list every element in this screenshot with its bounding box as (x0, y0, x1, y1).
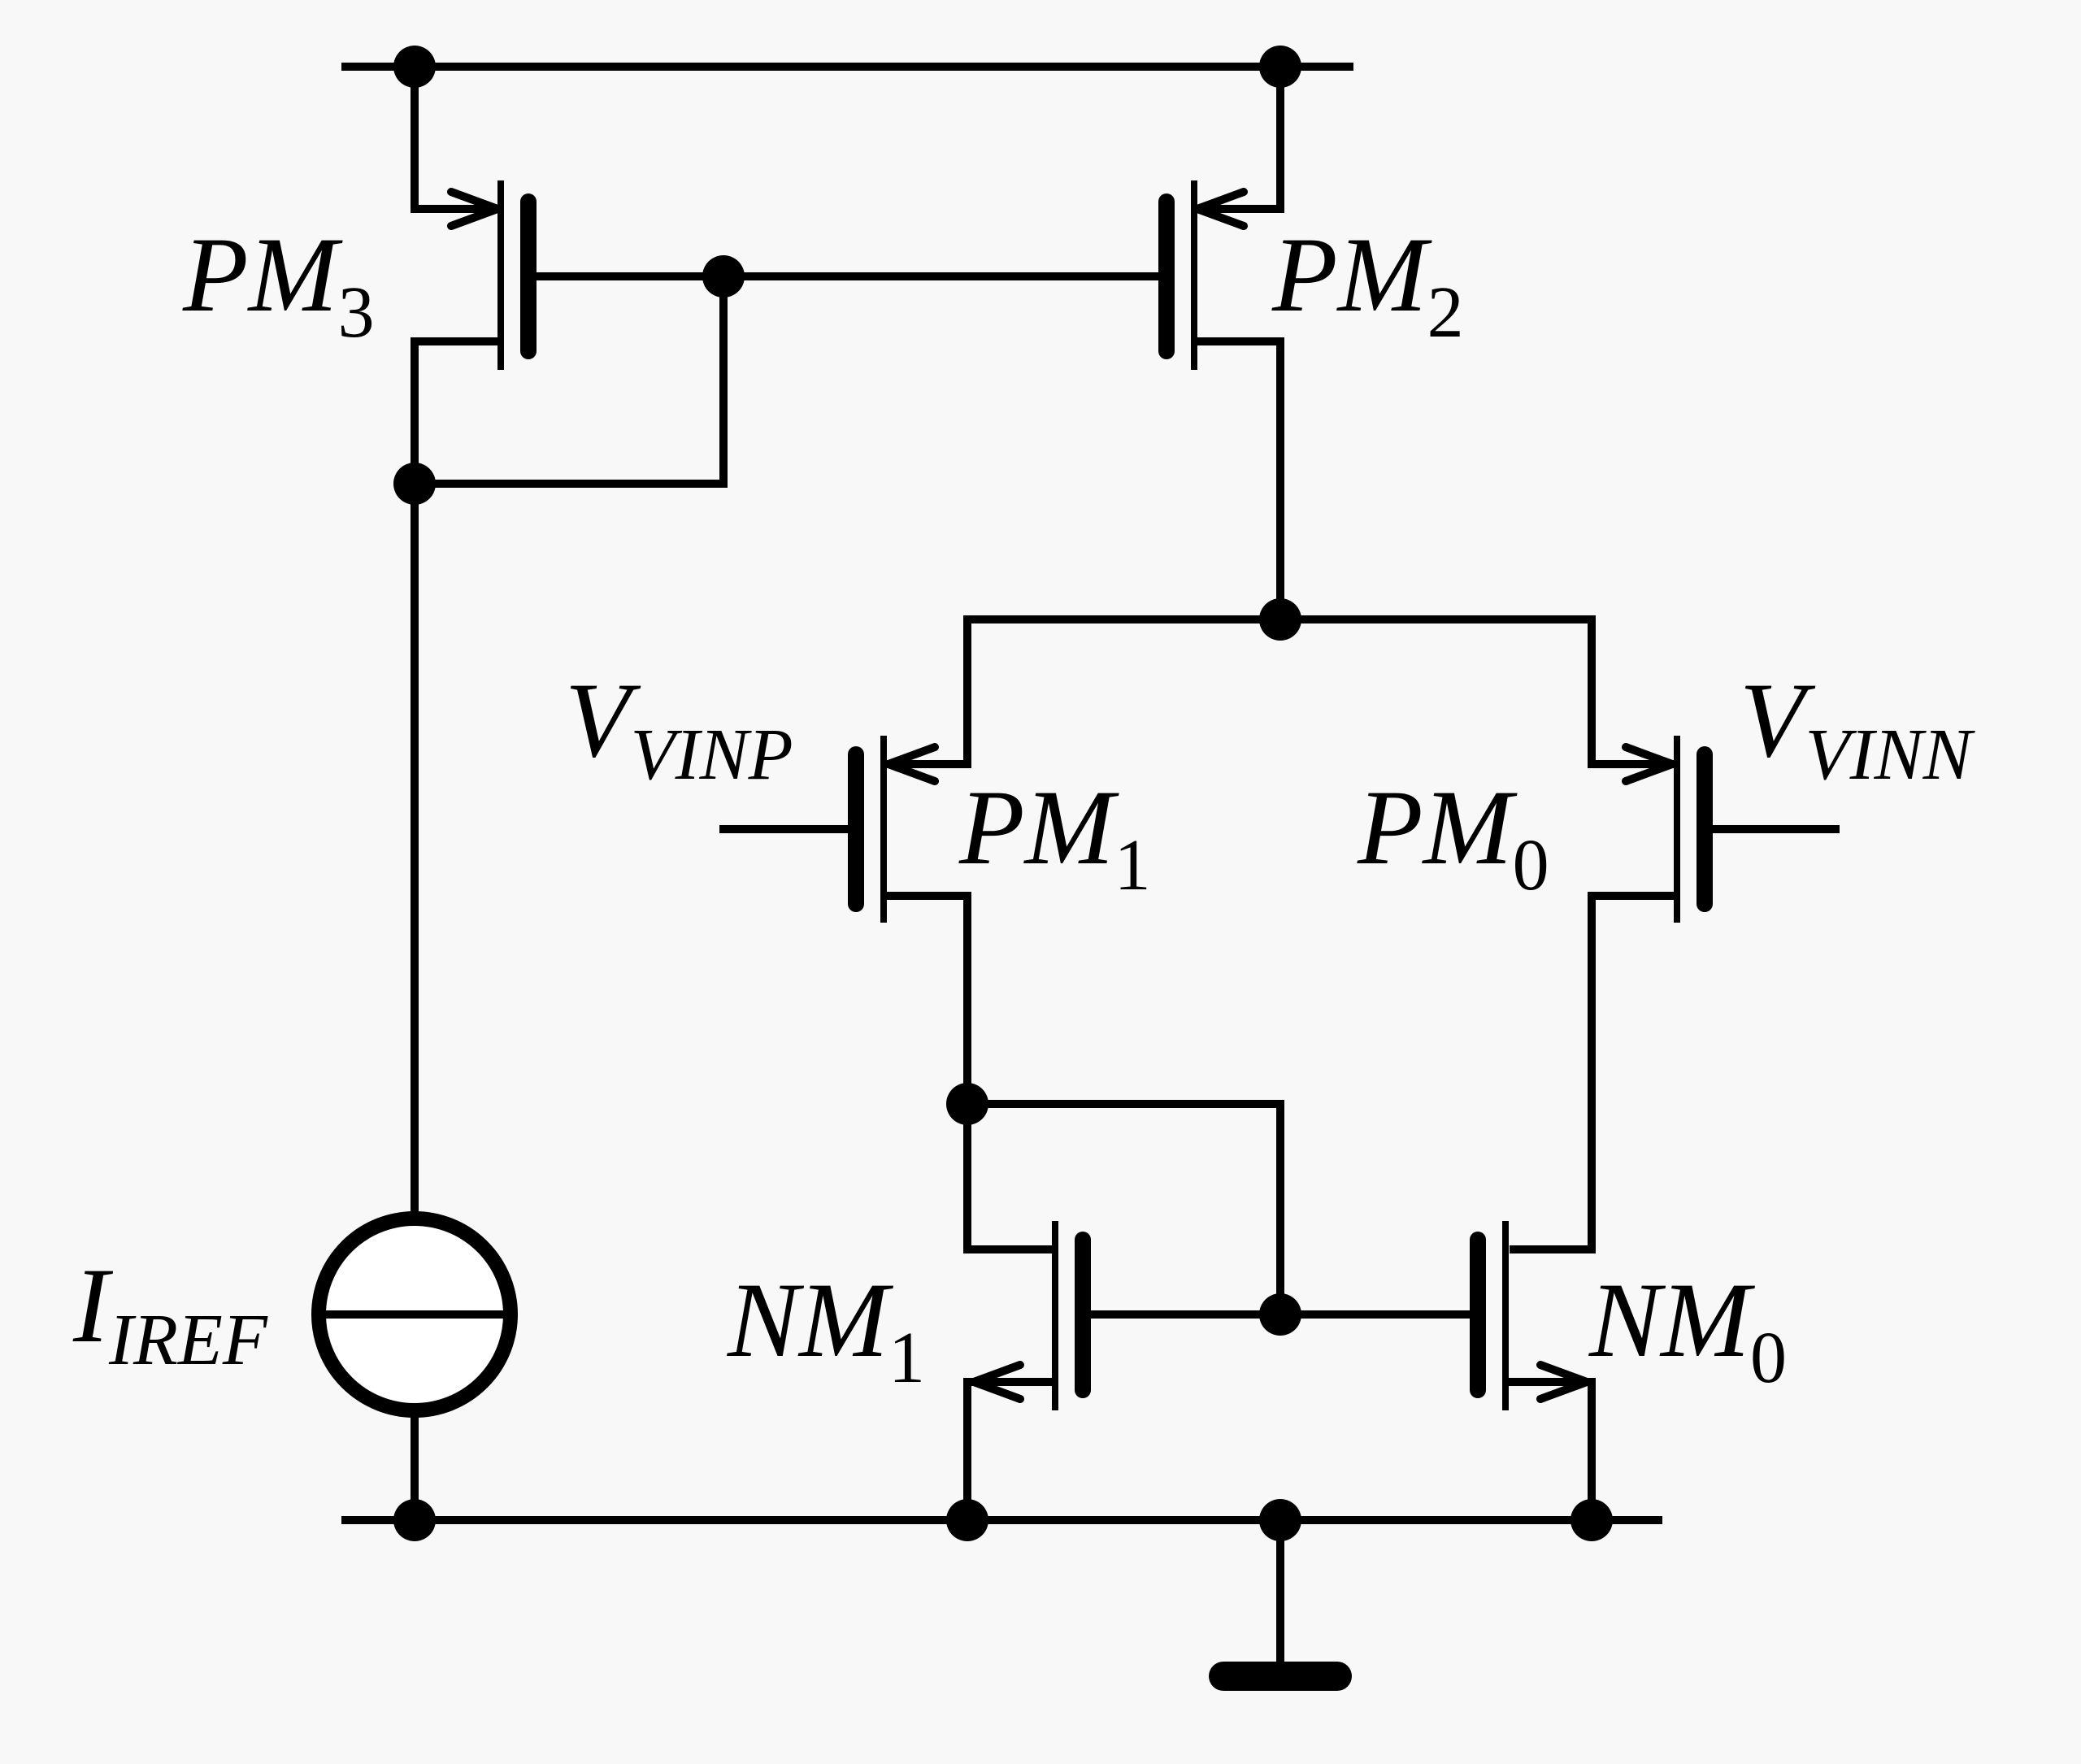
nm0-label: NM0 (1588, 1260, 1787, 1398)
pm3-transistor (411, 63, 728, 488)
vinn-label: VVINN (1740, 660, 1976, 795)
nm1-label: NM1 (727, 1260, 925, 1398)
pm0-transistor (1588, 736, 1840, 1253)
pm0-label: PM0 (1357, 767, 1549, 906)
pm1-transistor (719, 736, 971, 1108)
pm3-diode-wire (411, 272, 728, 488)
pm1-label: PM1 (958, 767, 1151, 906)
pm2-label: PM2 (1271, 215, 1464, 353)
nm1-diode-wire (963, 1100, 1284, 1319)
iref-current-source (311, 1211, 518, 1524)
nm0-transistor (1276, 1221, 1596, 1524)
ground-symbol (1209, 1516, 1352, 1691)
nm1-transistor (963, 1100, 1284, 1524)
tail-node-wire (963, 615, 1596, 768)
junction-dots (393, 46, 1613, 1541)
pm3-label: PM3 (182, 215, 375, 353)
vinp-label: VVINP (565, 660, 793, 795)
pm2-transistor (719, 63, 1284, 623)
iref-label: IIREF (72, 1245, 268, 1380)
